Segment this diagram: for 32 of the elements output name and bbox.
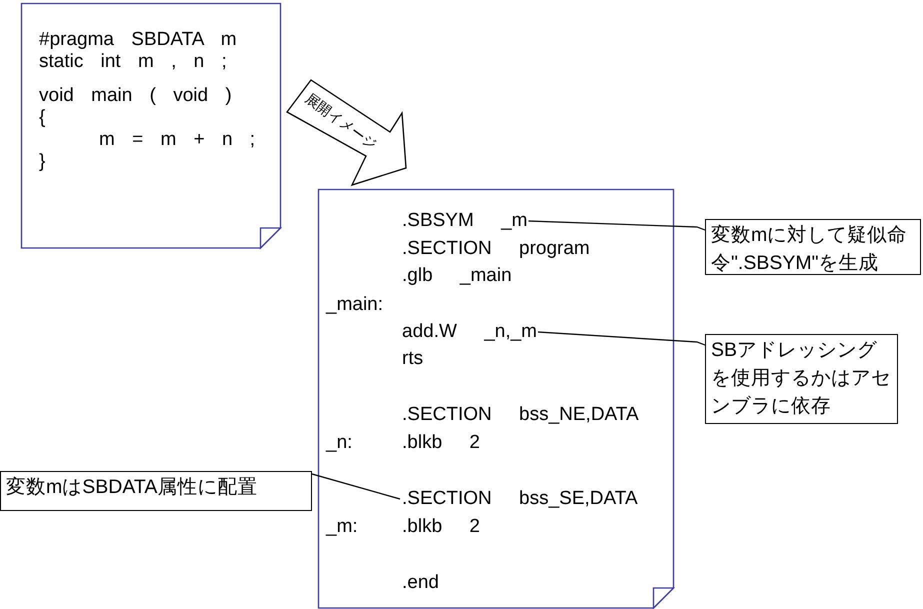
callout-text: SBアドレッシングを使用するかはアセンブラに依存: [711, 339, 891, 417]
code-line: {: [39, 107, 46, 129]
source-code-sheet: [21, 3, 281, 249]
callout-text: 変数mに対して疑似命令".SBSYM"を生成: [711, 224, 908, 274]
code-line: #pragma SBDATA m: [39, 29, 237, 51]
callout-text: 変数mはSBDATA属性に配置: [6, 476, 258, 498]
code-line: _main:: [326, 294, 384, 316]
code-line: void main ( void ): [39, 85, 232, 107]
code-line: .SECTION program: [402, 238, 590, 260]
code-line: }: [39, 151, 46, 173]
edge-label: 展開イメージ: [302, 90, 380, 154]
leader-line: [538, 331, 706, 346]
leader-line: [312, 473, 400, 500]
code-line: _m:: [326, 516, 358, 538]
callout-box: [705, 219, 921, 275]
callout-box: [705, 334, 898, 424]
leader-line: [528, 220, 706, 231]
assembly-listing-sheet: [318, 189, 674, 609]
code-line: .SECTION bss_SE,DATA: [402, 488, 638, 510]
code-line: m = m + n ;: [99, 129, 256, 151]
code-line: .SBSYM _m: [402, 210, 528, 232]
code-line: .SECTION bss_NE,DATA: [402, 404, 639, 426]
code-line: static int m , n ;: [39, 51, 227, 73]
code-line: rts: [402, 348, 424, 370]
code-line: .blkb 2: [402, 432, 480, 454]
code-line: _n:: [326, 432, 352, 454]
code-line: add.W _n,_m: [402, 321, 537, 343]
callout-box: [0, 471, 312, 511]
block-arrow: [286, 79, 407, 186]
code-line: .glb _main: [402, 265, 512, 287]
code-line: .end: [402, 572, 439, 594]
code-line: .blkb 2: [402, 516, 480, 538]
